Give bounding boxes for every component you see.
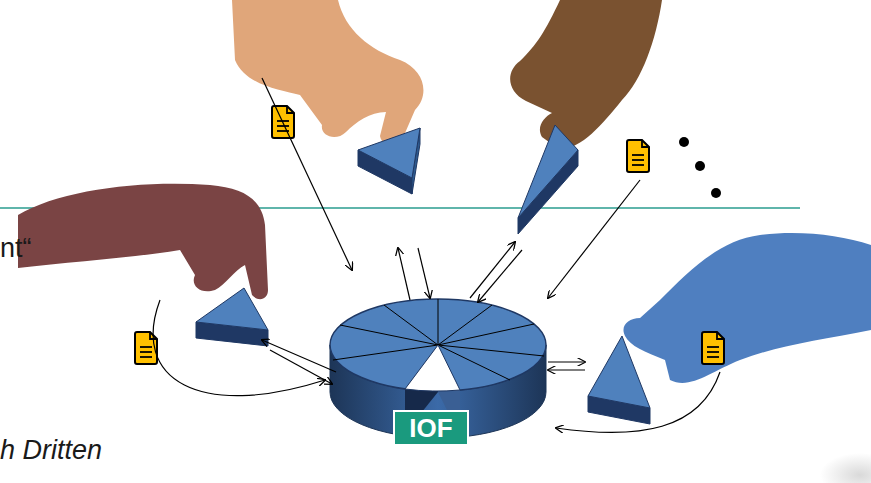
flow-arrows (153, 78, 720, 432)
ellipsis-dot (711, 188, 721, 198)
hand-blue (623, 233, 871, 383)
hand-brown (510, 0, 662, 150)
ellipsis-dot (695, 161, 705, 171)
document-icon (702, 332, 724, 364)
document-icon (627, 140, 649, 172)
node-label: IOF (409, 415, 452, 441)
slide-text: nt“ (0, 234, 32, 264)
pie-slice (588, 336, 650, 424)
hand-maroon (18, 184, 268, 299)
pie-slice (196, 288, 268, 346)
hand-tan (232, 0, 423, 146)
shadow-blob (820, 453, 871, 483)
ellipsis-dot (679, 137, 689, 147)
pie-slice (518, 125, 578, 234)
label-box: IOF (393, 410, 469, 446)
slide-text: h Dritten (0, 436, 102, 466)
pie-slice (358, 128, 420, 194)
